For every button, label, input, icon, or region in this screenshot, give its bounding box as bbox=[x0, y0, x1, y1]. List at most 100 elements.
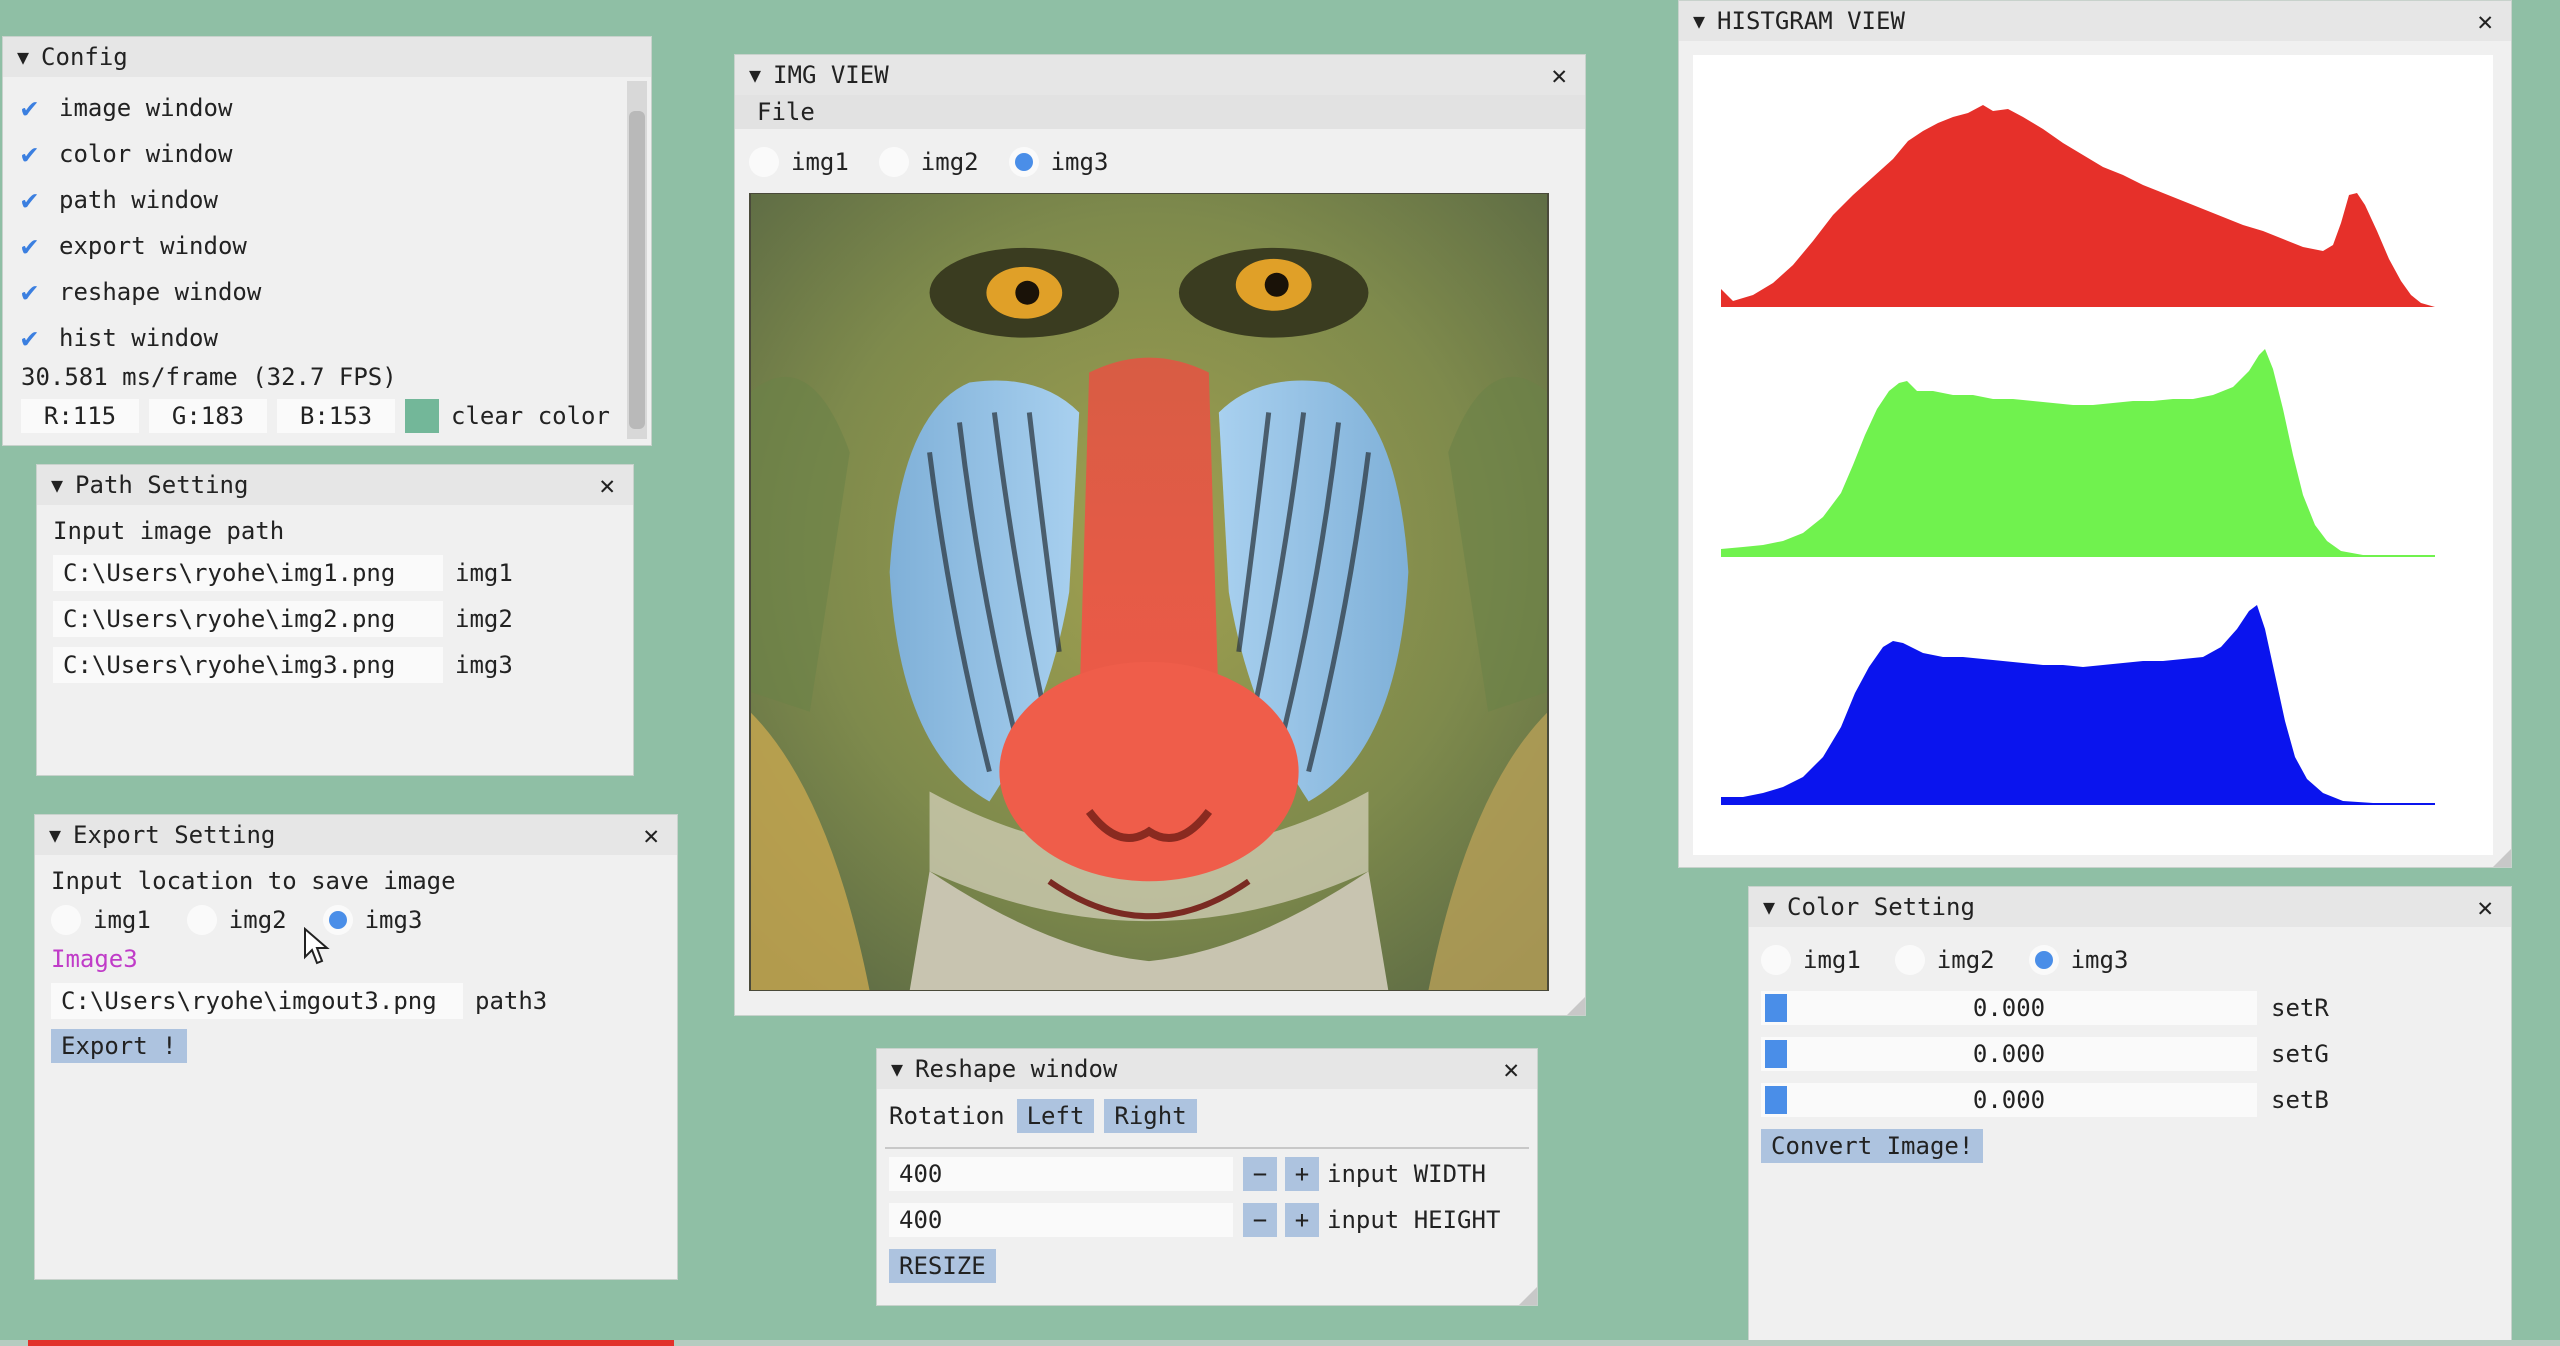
blue-component-field[interactable]: B:153 bbox=[277, 399, 395, 433]
radio-label: img1 bbox=[1803, 946, 1861, 974]
slider-value: 0.000 bbox=[1972, 1040, 2046, 1068]
color-title-bar[interactable]: ▼ Color Setting ✕ bbox=[1749, 887, 2511, 927]
radio-img2[interactable] bbox=[878, 147, 909, 177]
collapse-icon[interactable]: ▼ bbox=[891, 1057, 904, 1081]
slider-label: setB bbox=[2271, 1086, 2329, 1114]
blue-histogram bbox=[1721, 605, 2435, 805]
rotation-row: Rotation Left Right bbox=[889, 1099, 1197, 1133]
collapse-icon[interactable]: ▼ bbox=[51, 473, 64, 497]
slider-row-b: 0.000 setB bbox=[1761, 1083, 2329, 1117]
height-input[interactable]: 400 bbox=[889, 1203, 1233, 1237]
resize-grip[interactable] bbox=[1567, 997, 1585, 1015]
export-path-row: C:\Users\ryohe\imgout3.png path3 bbox=[51, 983, 547, 1019]
width-decrement-button[interactable]: − bbox=[1243, 1157, 1277, 1191]
selected-image-text: Image3 bbox=[51, 945, 138, 973]
config-title-bar[interactable]: ▼ Config bbox=[3, 37, 651, 77]
checkmark-icon: ✔ bbox=[21, 275, 38, 308]
scrollbar-thumb[interactable] bbox=[629, 111, 645, 429]
path-input-img2[interactable]: C:\Users\ryohe\img2.png bbox=[53, 601, 443, 637]
path-row-1: C:\Users\ryohe\img1.png img1 bbox=[53, 555, 513, 591]
set-b-slider[interactable]: 0.000 bbox=[1761, 1083, 2257, 1117]
checkmark-icon: ✔ bbox=[21, 183, 38, 216]
progress-track[interactable] bbox=[0, 1340, 2560, 1346]
set-g-slider[interactable]: 0.000 bbox=[1761, 1037, 2257, 1071]
config-scrollbar[interactable] bbox=[627, 81, 647, 439]
rotation-label: Rotation bbox=[889, 1102, 1005, 1130]
green-component-field[interactable]: G:183 bbox=[149, 399, 267, 433]
slider-grab[interactable] bbox=[1765, 1086, 1787, 1114]
slider-grab[interactable] bbox=[1765, 1040, 1787, 1068]
rotate-right-button[interactable]: Right bbox=[1104, 1099, 1197, 1133]
separator bbox=[885, 1147, 1529, 1149]
check-hist-window[interactable]: ✔hist window bbox=[21, 321, 218, 354]
close-icon[interactable]: ✕ bbox=[599, 471, 615, 501]
collapse-icon[interactable]: ▼ bbox=[749, 63, 762, 87]
width-input[interactable]: 400 bbox=[889, 1157, 1233, 1191]
close-icon[interactable]: ✕ bbox=[643, 821, 659, 851]
check-color-window[interactable]: ✔color window bbox=[21, 137, 232, 170]
close-icon[interactable]: ✕ bbox=[2477, 7, 2493, 37]
check-export-window[interactable]: ✔export window bbox=[21, 229, 247, 262]
check-reshape-window[interactable]: ✔ reshape window bbox=[21, 275, 261, 308]
export-path-input[interactable]: C:\Users\ryohe\imgout3.png bbox=[51, 983, 463, 1019]
checkmark-icon: ✔ bbox=[21, 91, 38, 124]
slider-row-g: 0.000 setG bbox=[1761, 1037, 2329, 1071]
path-title-bar[interactable]: ▼ Path Setting ✕ bbox=[37, 465, 633, 505]
export-location-label: Input location to save image bbox=[51, 867, 456, 895]
radio-img3[interactable] bbox=[322, 905, 353, 935]
radio-img1[interactable] bbox=[51, 905, 81, 935]
check-label: hist window bbox=[59, 323, 218, 352]
resize-button[interactable]: RESIZE bbox=[889, 1249, 996, 1283]
radio-img2[interactable] bbox=[1894, 945, 1925, 975]
mandrill-image bbox=[749, 193, 1549, 991]
check-label: path window bbox=[59, 185, 218, 214]
radio-img2[interactable] bbox=[186, 905, 217, 935]
slider-grab[interactable] bbox=[1765, 994, 1787, 1022]
reshape-title-bar[interactable]: ▼ Reshape window ✕ bbox=[877, 1049, 1537, 1089]
path-input-label: img1 bbox=[455, 559, 513, 587]
menu-bar: File bbox=[735, 95, 1585, 129]
clear-color-swatch[interactable] bbox=[405, 399, 439, 433]
resize-grip[interactable] bbox=[1519, 1287, 1537, 1305]
checkmark-icon: ✔ bbox=[21, 229, 38, 262]
red-component-field[interactable]: R:115 bbox=[21, 399, 139, 433]
reshape-window: ▼ Reshape window ✕ Rotation Left Right 4… bbox=[876, 1048, 1538, 1306]
height-increment-button[interactable]: + bbox=[1285, 1203, 1319, 1237]
rotate-left-button[interactable]: Left bbox=[1016, 1099, 1095, 1133]
hist-title-bar[interactable]: ▼ HISTGRAM VIEW ✕ bbox=[1679, 1, 2511, 41]
path-input-label: img2 bbox=[455, 605, 513, 633]
set-r-slider[interactable]: 0.000 bbox=[1761, 991, 2257, 1025]
histogram-canvas bbox=[1693, 55, 2493, 855]
collapse-icon[interactable]: ▼ bbox=[17, 45, 30, 69]
collapse-icon[interactable]: ▼ bbox=[1763, 895, 1776, 919]
close-icon[interactable]: ✕ bbox=[1503, 1055, 1519, 1085]
close-icon[interactable]: ✕ bbox=[2477, 893, 2493, 923]
radio-img3[interactable] bbox=[2028, 945, 2059, 975]
close-icon[interactable]: ✕ bbox=[1551, 61, 1567, 91]
progress-fill bbox=[28, 1340, 674, 1346]
check-image-window[interactable]: ✔image window bbox=[21, 91, 232, 124]
check-label: color window bbox=[59, 139, 233, 168]
collapse-icon[interactable]: ▼ bbox=[1693, 9, 1706, 33]
imgview-title-bar[interactable]: ▼ IMG VIEW ✕ bbox=[735, 55, 1585, 95]
radio-img1[interactable] bbox=[1761, 945, 1791, 975]
path-input-img1[interactable]: C:\Users\ryohe\img1.png bbox=[53, 555, 443, 591]
radio-label: img1 bbox=[791, 148, 849, 176]
width-increment-button[interactable]: + bbox=[1285, 1157, 1319, 1191]
convert-image-button[interactable]: Convert Image! bbox=[1761, 1129, 1984, 1163]
check-path-window[interactable]: ✔ path window bbox=[21, 183, 218, 216]
radio-img3[interactable] bbox=[1008, 147, 1039, 177]
menu-file[interactable]: File bbox=[757, 98, 815, 126]
height-decrement-button[interactable]: − bbox=[1243, 1203, 1277, 1237]
path-input-img3[interactable]: C:\Users\ryohe\img3.png bbox=[53, 647, 443, 683]
resize-grip[interactable] bbox=[2493, 849, 2511, 867]
height-row: 400 − + input HEIGHT bbox=[889, 1203, 1500, 1237]
export-button[interactable]: Export ! bbox=[51, 1029, 187, 1063]
collapse-icon[interactable]: ▼ bbox=[49, 823, 62, 847]
green-histogram bbox=[1721, 349, 2435, 557]
check-label: reshape window bbox=[59, 277, 262, 306]
mouse-cursor-icon bbox=[304, 927, 330, 965]
export-setting-window: ▼ Export Setting ✕ Input location to sav… bbox=[34, 814, 678, 1280]
radio-img1[interactable] bbox=[749, 147, 779, 177]
export-title-bar[interactable]: ▼ Export Setting ✕ bbox=[35, 815, 677, 855]
